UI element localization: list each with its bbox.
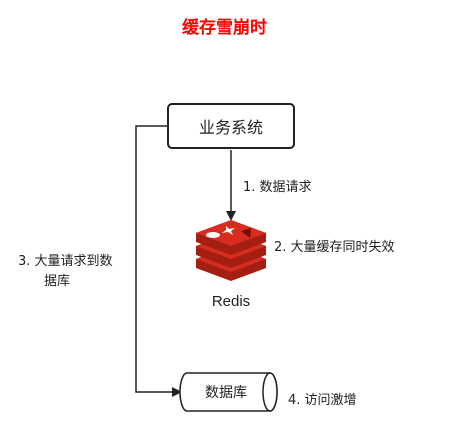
business-system-node: 业务系统 [167,103,295,149]
step1-label: 1. 数据请求 [243,180,312,195]
diagram-title: 缓存雪崩时 [182,18,267,38]
redis-node-label: Redis [211,293,251,310]
arrow-request-to-database [135,125,182,397]
business-system-label: 业务系统 [198,118,263,137]
step2-label: 2. 大量缓存同时失效 [274,240,395,255]
step3-label-line2: 据库 [44,274,71,289]
redis-logo-icon [196,220,266,281]
database-node-label: 数据库 [205,385,247,401]
step3-label-line1: 3. 大量请求到数 [18,254,113,269]
step4-label: 4. 访问激增 [288,393,357,408]
database-cylinder-icon [179,372,278,412]
